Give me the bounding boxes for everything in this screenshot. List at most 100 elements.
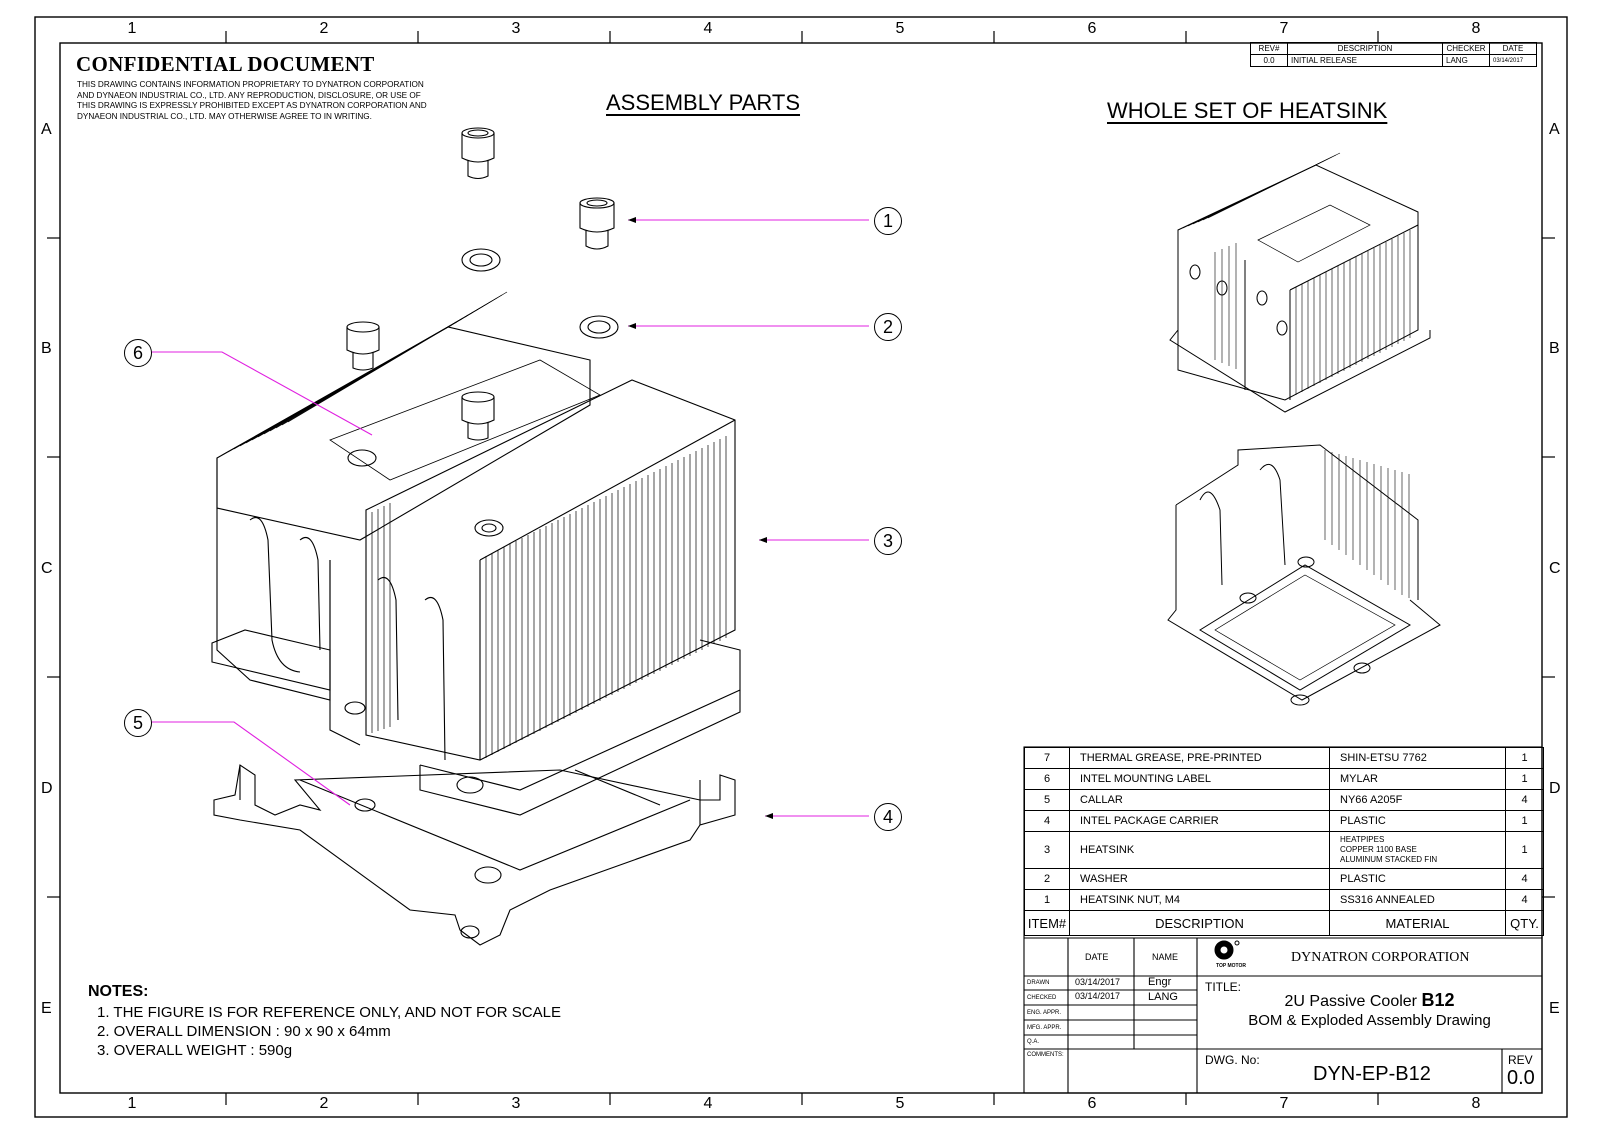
role-drawn: DRAWN bbox=[1027, 980, 1050, 986]
zone-number: 6 bbox=[1087, 1095, 1097, 1112]
zone-number: 5 bbox=[895, 1095, 905, 1112]
company-name: DYNATRON CORPORATION bbox=[1291, 950, 1470, 965]
rev-checker: LANG bbox=[1442, 54, 1490, 67]
zone-number: 7 bbox=[1279, 20, 1289, 37]
rev-header-date: DATE bbox=[1489, 42, 1537, 55]
zone-number: 6 bbox=[1087, 20, 1097, 37]
bom-qty: 1 bbox=[1505, 810, 1544, 832]
bom-item: 6 bbox=[1024, 768, 1070, 790]
bom-item: 1 bbox=[1024, 889, 1070, 911]
zone-letter: B bbox=[1549, 340, 1560, 357]
bom-row: 2 WASHER PLASTIC 4 bbox=[1024, 868, 1544, 890]
logo-text: TOP MOTOR bbox=[1216, 963, 1247, 969]
bom-item: 4 bbox=[1024, 810, 1070, 832]
note-item: 1. THE FIGURE IS FOR REFERENCE ONLY, AND… bbox=[97, 1004, 561, 1021]
checked-name: LANG bbox=[1148, 991, 1178, 1003]
nut-part bbox=[579, 197, 615, 250]
bom-qty: 1 bbox=[1505, 747, 1544, 769]
checked-date: 03/14/2017 bbox=[1075, 991, 1121, 1001]
whole-set-top-view bbox=[1169, 152, 1431, 413]
bom-material: NY66 A205F bbox=[1329, 789, 1506, 811]
heatsink-part bbox=[211, 291, 741, 816]
leader-lines bbox=[151, 219, 869, 817]
confidential-title: CONFIDENTIAL DOCUMENT bbox=[76, 52, 375, 76]
rev-number: 0.0 bbox=[1507, 1067, 1535, 1089]
note-item: 2. OVERALL DIMENSION : 90 x 90 x 64mm bbox=[97, 1023, 391, 1040]
role-qa: Q.A. bbox=[1027, 1039, 1040, 1045]
rev-header-rev: REV# bbox=[1250, 42, 1288, 55]
zone-number: 1 bbox=[127, 20, 137, 37]
zone-letter: B bbox=[41, 340, 52, 357]
drawing-title-text: 2U Passive Cooler bbox=[1284, 993, 1422, 1010]
bom-header-description: DESCRIPTION bbox=[1069, 910, 1330, 936]
rev-header-description: DESCRIPTION bbox=[1287, 42, 1443, 55]
whole-set-bottom-view bbox=[1167, 444, 1441, 706]
zone-number: 5 bbox=[895, 20, 905, 37]
bom-row: 7 THERMAL GREASE, PRE-PRINTED SHIN-ETSU … bbox=[1024, 747, 1544, 769]
revision-table: REV# DESCRIPTION CHECKER DATE 0.0 INITIA… bbox=[1250, 42, 1537, 67]
rev-value: 0.0 bbox=[1250, 54, 1288, 67]
title-label: TITLE: bbox=[1205, 980, 1242, 994]
leader-arrows bbox=[628, 217, 773, 819]
rev-description: INITIAL RELEASE bbox=[1287, 54, 1443, 67]
exploded-assembly-illustration bbox=[211, 127, 741, 946]
role-comments: COMMENTS: bbox=[1027, 1052, 1064, 1058]
role-checked: CHECKED bbox=[1027, 995, 1057, 1001]
bom-row: 3 HEATSINK HEATPIPES COPPER 1100 BASE AL… bbox=[1024, 831, 1544, 869]
zone-number: 3 bbox=[511, 1095, 521, 1112]
zone-number: 7 bbox=[1279, 1095, 1289, 1112]
bom-row: 5 CALLAR NY66 A205F 4 bbox=[1024, 789, 1544, 811]
bom-header-qty: QTY. bbox=[1505, 910, 1544, 936]
date-label: DATE bbox=[1085, 952, 1109, 962]
callout-3: 3 bbox=[874, 527, 902, 555]
zone-letter: E bbox=[1549, 1000, 1560, 1017]
package-carrier-part bbox=[213, 764, 736, 946]
bom-row: 4 INTEL PACKAGE CARRIER PLASTIC 1 bbox=[1024, 810, 1544, 832]
assembly-parts-heading: ASSEMBLY PARTS bbox=[606, 90, 801, 115]
callout-1: 1 bbox=[874, 207, 902, 235]
bom-description: THERMAL GREASE, PRE-PRINTED bbox=[1069, 747, 1330, 769]
bom-description: WASHER bbox=[1069, 868, 1330, 890]
drawing-title-line1: 2U Passive Cooler B12 bbox=[1197, 990, 1542, 1011]
drawn-name: Engr bbox=[1148, 976, 1172, 988]
zone-letter: E bbox=[41, 1000, 52, 1017]
washer-part bbox=[461, 248, 501, 272]
bom-row: 1 HEATSINK NUT, M4 SS316 ANNEALED 4 bbox=[1024, 889, 1544, 911]
bom-description: HEATSINK bbox=[1069, 831, 1330, 869]
bom-description: INTEL PACKAGE CARRIER bbox=[1069, 810, 1330, 832]
whole-set-heading: WHOLE SET OF HEATSINK bbox=[1107, 98, 1388, 123]
zone-number: 4 bbox=[703, 20, 713, 37]
zone-number: 2 bbox=[319, 20, 329, 37]
bom-qty: 4 bbox=[1505, 868, 1544, 890]
bom-material: HEATPIPES COPPER 1100 BASE ALUMINUM STAC… bbox=[1329, 831, 1506, 869]
bom-description: CALLAR bbox=[1069, 789, 1330, 811]
zone-letter: C bbox=[41, 560, 53, 577]
drawing-title-line2: BOM & Exploded Assembly Drawing bbox=[1248, 1012, 1491, 1029]
bom-qty: 4 bbox=[1505, 789, 1544, 811]
bom-item: 2 bbox=[1024, 868, 1070, 890]
zone-letter: C bbox=[1549, 560, 1561, 577]
company-logo bbox=[1214, 940, 1240, 960]
zone-letter: D bbox=[1549, 780, 1561, 797]
bom-header-item: ITEM# bbox=[1024, 910, 1070, 936]
name-label: NAME bbox=[1152, 952, 1179, 962]
zone-number: 8 bbox=[1471, 1095, 1481, 1112]
callout-4: 4 bbox=[874, 803, 902, 831]
zone-letter: A bbox=[1549, 121, 1560, 138]
notes-title: NOTES: bbox=[88, 983, 149, 1000]
bom-item: 3 bbox=[1024, 831, 1070, 869]
zone-number: 4 bbox=[703, 1095, 713, 1112]
bom-qty: 1 bbox=[1505, 768, 1544, 790]
drawing-title-model: B12 bbox=[1421, 990, 1455, 1010]
role-eng-appr: ENG. APPR. bbox=[1027, 1010, 1062, 1016]
confidential-notice: THIS DRAWING CONTAINS INFORMATION PROPRI… bbox=[77, 80, 427, 121]
rev-header-checker: CHECKER bbox=[1442, 42, 1490, 55]
bom-item: 5 bbox=[1024, 789, 1070, 811]
zone-number: 8 bbox=[1471, 20, 1481, 37]
bill-of-materials-table: 7 THERMAL GREASE, PRE-PRINTED SHIN-ETSU … bbox=[1024, 747, 1544, 936]
zone-letter: A bbox=[41, 121, 52, 138]
bom-material: MYLAR bbox=[1329, 768, 1506, 790]
zone-number: 1 bbox=[127, 1095, 137, 1112]
bom-material: PLASTIC bbox=[1329, 868, 1506, 890]
